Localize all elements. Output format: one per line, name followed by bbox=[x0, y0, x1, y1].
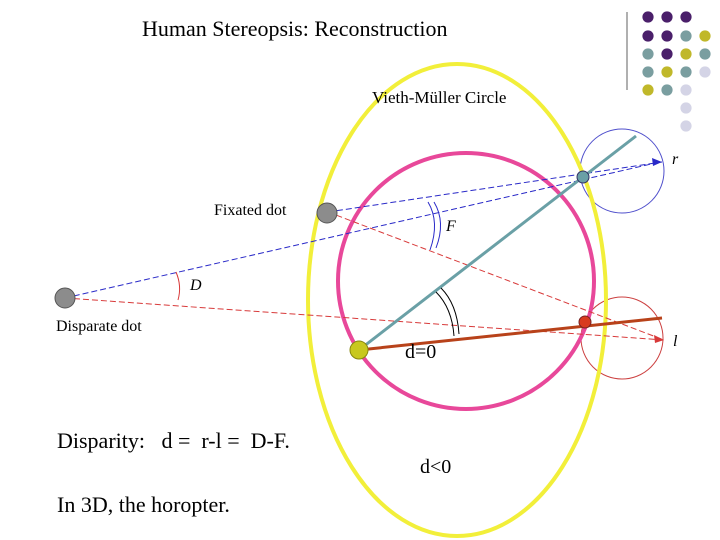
d-negative-label: d<0 bbox=[420, 456, 452, 478]
angle-F-label: F bbox=[446, 218, 456, 235]
deco-dot bbox=[661, 11, 673, 23]
deco-dot bbox=[699, 66, 711, 78]
left-eye-dot bbox=[578, 315, 592, 329]
vieth-muller-label: Vieth-Müller Circle bbox=[372, 88, 507, 107]
deco-dot bbox=[680, 11, 692, 23]
right-eye-dot bbox=[576, 170, 590, 184]
fixated-dot bbox=[316, 202, 338, 224]
angle-D-label: D bbox=[190, 277, 202, 294]
disparate-dot-label: Disparate dot bbox=[56, 318, 142, 335]
deco-dot bbox=[680, 30, 692, 42]
right-eye-label: r bbox=[672, 151, 679, 168]
deco-dot bbox=[661, 84, 673, 96]
deco-dot bbox=[680, 48, 692, 60]
blue-rays bbox=[64, 158, 663, 299]
left-eye-circle bbox=[580, 296, 664, 380]
deco-dot bbox=[661, 30, 673, 42]
slide-title: Human Stereopsis: Reconstruction bbox=[142, 16, 448, 41]
deco-dot bbox=[642, 30, 654, 42]
deco-dot bbox=[680, 66, 692, 78]
horopter-dot bbox=[349, 340, 369, 360]
disparate-dot bbox=[54, 287, 76, 309]
deco-dot bbox=[680, 84, 692, 96]
brown-line bbox=[358, 316, 663, 352]
deco-dot bbox=[699, 30, 711, 42]
teal-line bbox=[358, 134, 637, 352]
d-zero-label: d=0 bbox=[405, 341, 437, 363]
fixated-dot-label: Fixated dot bbox=[214, 202, 287, 219]
deco-dot bbox=[699, 48, 711, 60]
angle-arc-d-zero bbox=[440, 287, 460, 335]
deco-dot bbox=[680, 120, 692, 132]
deco-dot bbox=[642, 48, 654, 60]
red-rays bbox=[64, 211, 665, 343]
decorative-dot-grid bbox=[626, 11, 711, 132]
horopter-note: In 3D, the horopter. bbox=[57, 492, 230, 517]
deco-dot bbox=[642, 11, 654, 23]
pink-vieth-muller-circle bbox=[336, 151, 596, 411]
deco-dot bbox=[680, 102, 692, 114]
disparity-formula: Disparity: d = r-l = D-F. bbox=[57, 428, 290, 453]
left-eye-label: l bbox=[673, 333, 678, 350]
deco-dot bbox=[661, 48, 673, 60]
deco-dot bbox=[661, 66, 673, 78]
angle-arc-d-zero bbox=[435, 291, 455, 337]
deco-dot bbox=[642, 84, 654, 96]
yellow-horopter-ellipse bbox=[306, 62, 608, 538]
deco-dot bbox=[642, 66, 654, 78]
